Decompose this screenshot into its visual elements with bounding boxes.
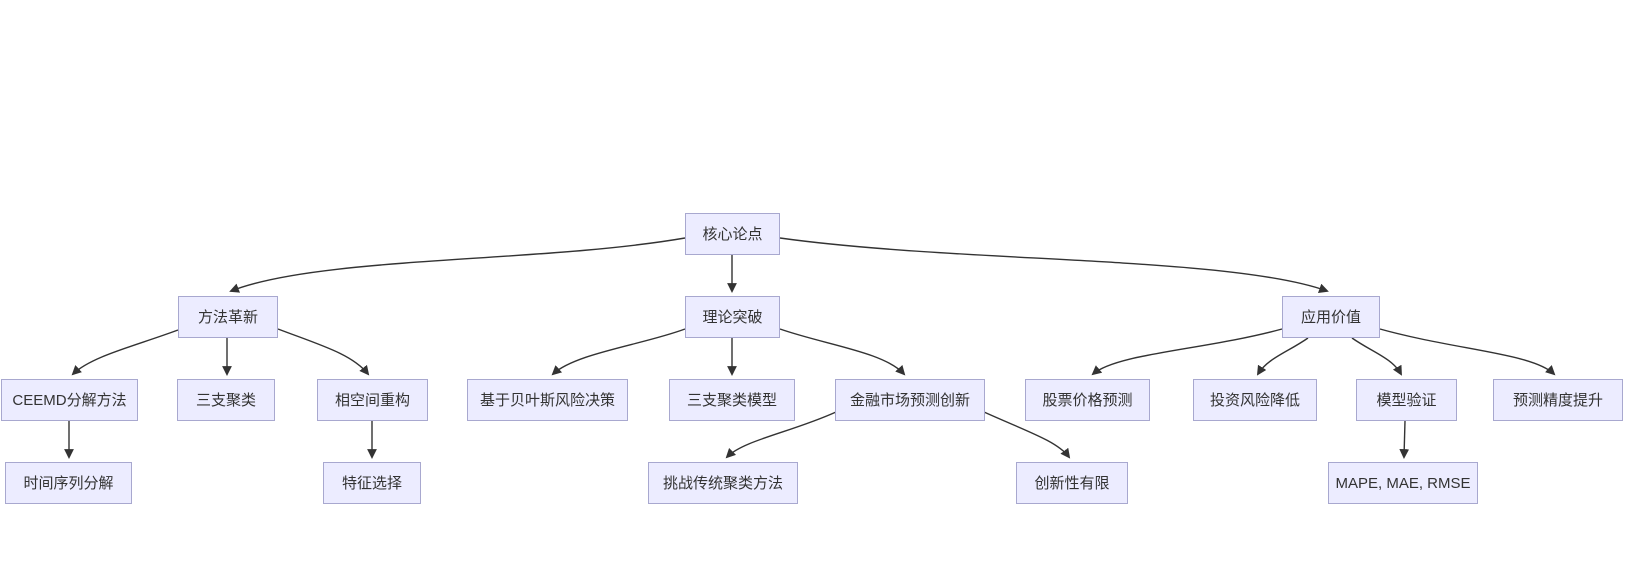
edge-theory-to-finance-innovation bbox=[779, 328, 906, 376]
node-theory-breakthrough: 理论突破 bbox=[685, 296, 780, 338]
node-ceemd-decomposition: CEEMD分解方法 bbox=[1, 379, 138, 421]
edge-finance-to-challenge bbox=[725, 411, 837, 459]
node-core-argument: 核心论点 bbox=[685, 213, 780, 255]
node-stock-price-prediction: 股票价格预测 bbox=[1025, 379, 1150, 421]
node-limited-novelty: 创新性有限 bbox=[1016, 462, 1128, 504]
node-financial-market-forecast-innovation: 金融市场预测创新 bbox=[835, 379, 985, 421]
edge-application-to-validation bbox=[1351, 337, 1402, 376]
node-application-value: 应用价值 bbox=[1282, 296, 1380, 338]
node-three-way-clustering: 三支聚类 bbox=[177, 379, 275, 421]
edge-method-to-phase-space bbox=[277, 328, 370, 376]
node-method-innovation: 方法革新 bbox=[178, 296, 278, 338]
edge-finance-to-limited bbox=[983, 411, 1071, 459]
node-forecast-accuracy-improvement: 预测精度提升 bbox=[1493, 379, 1623, 421]
edge-core-to-method bbox=[229, 237, 686, 293]
node-challenge-traditional-clustering: 挑战传统聚类方法 bbox=[648, 462, 798, 504]
edge-validation-to-metrics bbox=[1399, 420, 1410, 459]
node-three-way-clustering-model: 三支聚类模型 bbox=[669, 379, 795, 421]
node-feature-selection: 特征选择 bbox=[323, 462, 421, 504]
node-investment-risk-reduction: 投资风险降低 bbox=[1193, 379, 1317, 421]
node-model-validation: 模型验证 bbox=[1356, 379, 1457, 421]
edge-theory-to-bayesian bbox=[551, 328, 686, 376]
node-phase-space-reconstruction: 相空间重构 bbox=[317, 379, 428, 421]
edge-core-to-application bbox=[779, 237, 1329, 293]
edge-application-to-risk bbox=[1256, 337, 1309, 376]
edge-method-to-ceemd bbox=[71, 329, 179, 376]
edge-application-to-stock bbox=[1091, 328, 1283, 376]
edge-application-to-accuracy bbox=[1379, 328, 1556, 376]
node-time-series-decomposition: 时间序列分解 bbox=[5, 462, 132, 504]
node-bayesian-risk-decision: 基于贝叶斯风险决策 bbox=[467, 379, 628, 421]
node-evaluation-metrics: MAPE, MAE, RMSE bbox=[1328, 462, 1478, 504]
